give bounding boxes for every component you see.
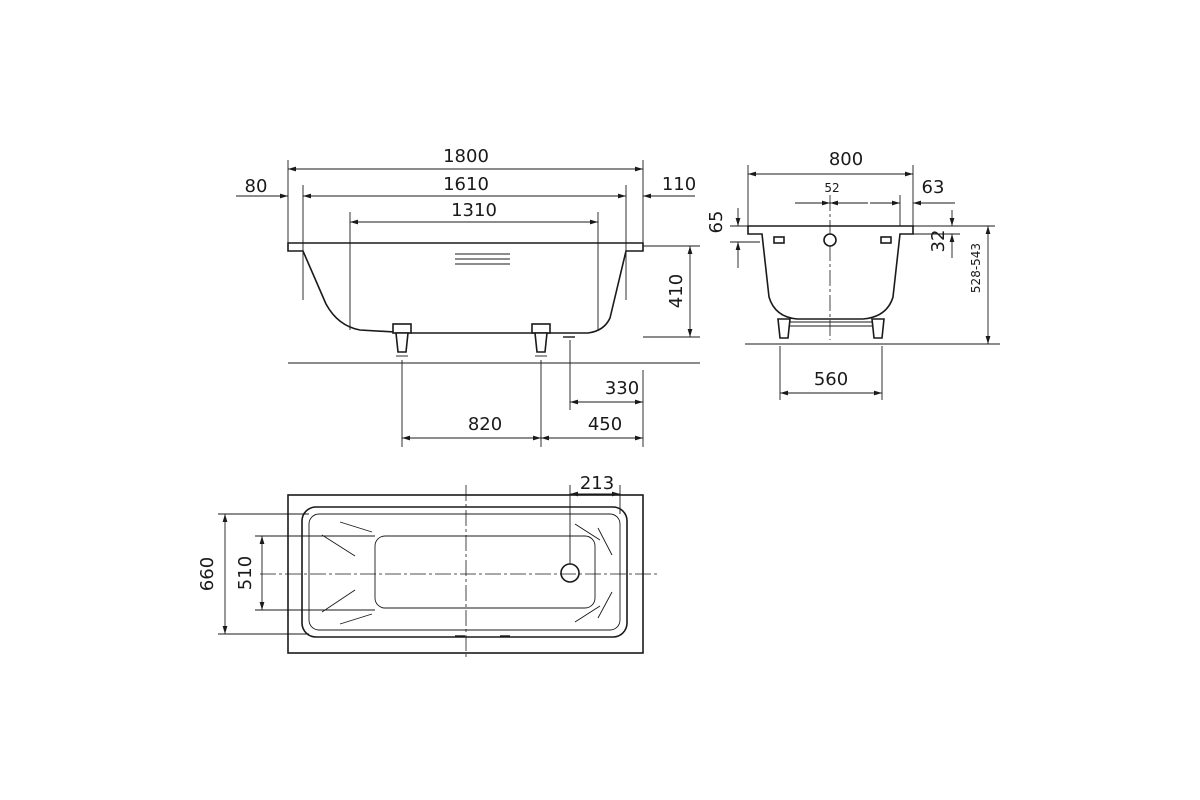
overflow-circle	[823, 233, 837, 247]
dim-leg-to-end: 450	[588, 414, 622, 435]
leg-right	[531, 323, 551, 357]
dim-inner-width: 510	[235, 556, 256, 590]
end-view-tub-outline	[747, 225, 914, 320]
dim-height: 410	[666, 274, 687, 308]
dim-rim-thickness: 32	[928, 230, 949, 253]
top-view-basin-inner	[308, 513, 621, 631]
dim-inner-top-length: 1610	[443, 174, 489, 195]
top-view: 660 510 213	[197, 473, 660, 660]
end-view: 800 52 63 65 32 528-543 560	[706, 149, 1000, 400]
top-view-basin-outer	[301, 506, 628, 638]
side-view-tub-outline	[287, 242, 644, 334]
side-view: 1800 80 1610 110 1310 410 330 820 450	[236, 146, 700, 447]
tap-right	[880, 236, 892, 244]
dim-right-rim: 110	[662, 174, 696, 195]
drain-hole	[560, 563, 580, 583]
end-view-legs	[777, 318, 885, 339]
dim-leg-spacing: 820	[468, 414, 502, 435]
dim-left-rim: 80	[245, 176, 268, 197]
dim-outer-width: 660	[197, 557, 218, 591]
dim-drain-offset: 330	[605, 378, 639, 399]
dim-overall-width: 800	[829, 149, 863, 170]
top-view-floor-recess	[374, 535, 596, 609]
tap-left	[773, 236, 785, 244]
anti-slip-marks	[321, 521, 613, 625]
dim-end-right-rim: 63	[922, 177, 945, 198]
dim-total-height-range: 528-543	[969, 243, 983, 293]
dim-overflow-offset: 52	[824, 181, 839, 195]
dim-end-leg-spacing: 560	[814, 369, 848, 390]
leg-left	[392, 323, 412, 357]
dim-rim-height: 65	[706, 211, 727, 234]
dim-overall-length: 1800	[443, 146, 489, 167]
dim-drain-to-end: 213	[580, 473, 614, 494]
dim-inner-bottom-length: 1310	[451, 200, 497, 221]
